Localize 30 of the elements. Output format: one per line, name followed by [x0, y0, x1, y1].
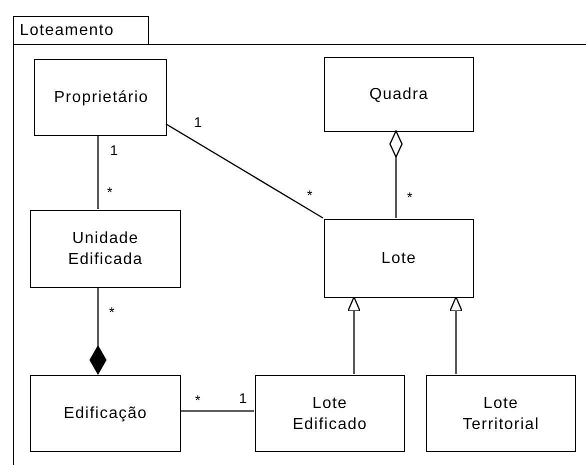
generalization-arrow: [449, 296, 463, 374]
multiplicity-label: *: [307, 187, 312, 203]
aggregation-line: [389, 130, 403, 218]
multiplicity-label: *: [407, 189, 412, 205]
association-line: [97, 135, 99, 209]
package-name: Loteamento: [12, 16, 149, 45]
class-box: [34, 59, 167, 136]
class-box: [255, 375, 405, 452]
class-name: Lote: [381, 249, 417, 269]
association-line: [166, 123, 324, 219]
multiplicity-label: 1: [194, 114, 202, 130]
class-box: [324, 219, 474, 298]
multiplicity-label: *: [195, 392, 200, 408]
multiplicity-label: *: [107, 184, 112, 200]
multiplicity-label: 1: [239, 390, 247, 406]
class-name: Quadra: [369, 85, 429, 105]
multiplicity-label: *: [109, 304, 114, 320]
generalization-arrow: [347, 296, 361, 374]
class-box: [426, 375, 576, 452]
class-name: Edificação: [64, 404, 148, 424]
class-name: Lote Territorial: [462, 394, 540, 434]
class-name: Unidade Edificada: [67, 229, 144, 270]
class-name: Lote Edificado: [292, 394, 368, 434]
class-box: [30, 375, 181, 452]
multiplicity-label: 1: [110, 142, 118, 158]
composition-line: [90, 287, 106, 374]
class-box: [30, 210, 181, 288]
class-box: [324, 57, 474, 132]
association-line: [180, 410, 254, 412]
class-name: Proprietário: [54, 88, 147, 108]
